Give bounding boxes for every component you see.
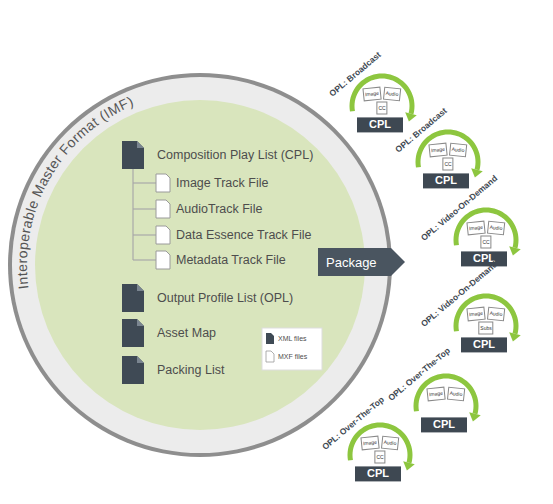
output-profile-icon: OPL: Video-On-DemandCPLImageAudioSubs: [431, 271, 541, 381]
track-page: Image: [466, 307, 485, 322]
track-page: CC: [376, 102, 387, 115]
file-label: AudioTrack File: [176, 202, 262, 217]
output-profile-icon: OPL: Over-The-TopCPLImageAudioCC: [325, 400, 435, 504]
cpl-tag: CPL: [461, 251, 507, 266]
outer-ring: [8, 73, 392, 457]
cpl-tag: CPL: [421, 417, 467, 432]
output-profile-icon: OPL: BroadcastCPLImageAudioCC: [393, 107, 503, 217]
tree-lines: [133, 169, 156, 260]
track-page: CC: [374, 451, 385, 464]
track-page: CC: [442, 158, 453, 171]
file-label: Metadata Track File: [176, 253, 286, 268]
cpl-tag: CPL: [423, 173, 469, 188]
package-arrow: Package: [318, 248, 405, 276]
cpl-tag: CPL: [461, 337, 507, 352]
cpl-tag: CPL: [357, 117, 403, 132]
package-label: Package: [326, 255, 377, 270]
legend-xml-icon: [266, 333, 274, 344]
track-page: Audio: [487, 221, 505, 236]
track-page: Audio: [381, 436, 399, 451]
track-page: Image: [362, 87, 381, 102]
file-label: Data Essence Track File: [176, 228, 311, 243]
track-page: Audio: [383, 87, 401, 102]
legend-text: MXF files: [278, 353, 307, 361]
ring-title: Interoperable Master Format (IMF): [14, 93, 136, 290]
track-page: Image: [360, 436, 379, 451]
track-page: Subs: [478, 322, 493, 335]
file-label: Image Track File: [176, 176, 268, 191]
mxf-file-icons: [156, 174, 170, 269]
file-label: Asset Map: [157, 326, 216, 341]
track-page: Audio: [447, 387, 465, 402]
cpl-tag: CPL: [355, 466, 401, 481]
legend-text: XML files: [278, 335, 307, 343]
file-label: Composition Play List (CPL): [157, 148, 313, 163]
track-page: CC: [480, 236, 491, 249]
track-page: Audio: [487, 307, 505, 322]
file-label: Packing List: [157, 363, 224, 378]
legend-box: [262, 328, 322, 370]
xml-file-icons: [122, 141, 144, 384]
legend-mxf-icon: [266, 351, 274, 362]
output-profile-icon: OPL: BroadcastCPLImageAudioCC: [327, 51, 437, 161]
file-label: Output Profile List (OPL): [157, 291, 293, 306]
inner-disc: [35, 100, 365, 430]
track-page: Image: [428, 143, 447, 158]
track-page: Image: [426, 387, 445, 402]
track-page: Audio: [449, 143, 467, 158]
ring-band: [12, 77, 388, 453]
output-profile-icon: OPL: Video-On-DemandCPLImageAudioCC: [431, 185, 541, 295]
track-page: Image: [466, 221, 485, 236]
